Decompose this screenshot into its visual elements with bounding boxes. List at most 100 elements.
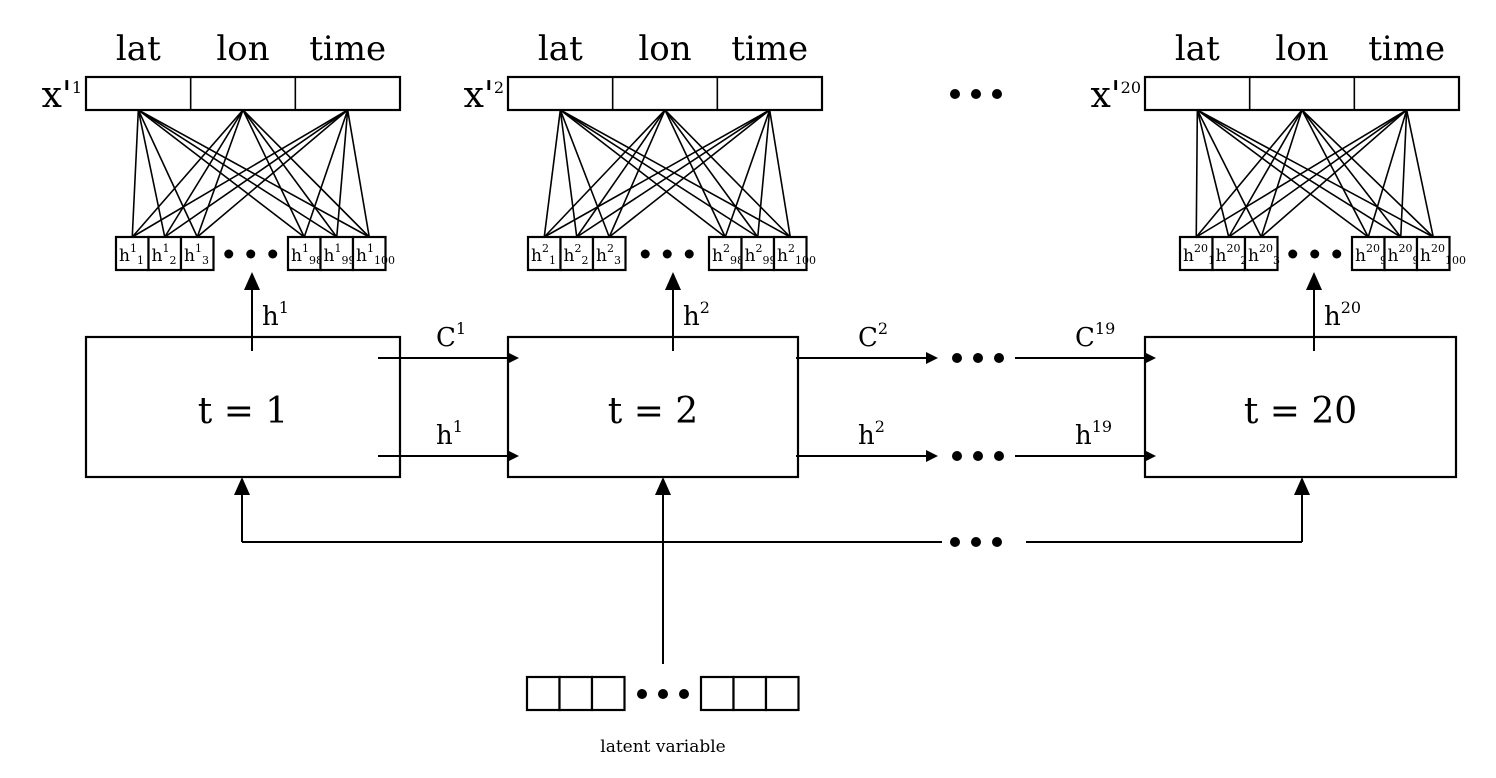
output-header-lon: lon bbox=[638, 29, 691, 69]
dense-connection bbox=[608, 109, 771, 238]
dense-connection bbox=[559, 109, 791, 238]
hidden-unit-cell bbox=[740, 235, 776, 272]
steps-ellipsis bbox=[950, 89, 1002, 99]
dense-connection bbox=[1196, 109, 1230, 238]
hidden-state-label: h2 bbox=[858, 417, 885, 451]
dense-connection bbox=[1196, 109, 1369, 238]
ellipsis-dot bbox=[973, 451, 983, 461]
hidden-unit-label: h20100 bbox=[1420, 242, 1466, 267]
hidden-unit-label: h12 bbox=[152, 242, 177, 267]
dense-connection bbox=[137, 109, 198, 238]
dense-connection bbox=[131, 109, 140, 238]
hidden-output-label: h1 bbox=[262, 298, 289, 332]
ellipsis-dot bbox=[658, 689, 668, 699]
hidden-units-ellipsis bbox=[224, 249, 278, 259]
dense-connection bbox=[1301, 109, 1369, 238]
dense-connection bbox=[303, 109, 349, 238]
ellipsis-dot bbox=[1288, 249, 1298, 259]
latent-ellipsis bbox=[637, 689, 689, 699]
dense-connection bbox=[559, 109, 610, 238]
dense-connection bbox=[1367, 109, 1408, 238]
dense-connection bbox=[576, 109, 771, 238]
output-header-lat: lat bbox=[1175, 29, 1220, 69]
latent-cell bbox=[732, 675, 768, 712]
latent-bus-ellipsis bbox=[950, 537, 1002, 547]
ellipsis-dot bbox=[224, 249, 234, 259]
dense-connection bbox=[164, 109, 349, 238]
dense-connection bbox=[1196, 109, 1402, 238]
dense-connection bbox=[137, 109, 305, 238]
dense-connection bbox=[756, 109, 771, 238]
dense-connection bbox=[768, 109, 792, 238]
latent-cell bbox=[764, 675, 800, 712]
ellipsis-dot bbox=[1310, 249, 1320, 259]
hidden-unit-label: h13 bbox=[184, 242, 209, 267]
dense-connection bbox=[346, 109, 371, 238]
ellipsis-dot bbox=[268, 249, 278, 259]
latent-cell bbox=[558, 675, 594, 712]
cell-state-ellipsis bbox=[952, 353, 1004, 363]
dense-connection bbox=[1228, 109, 1303, 238]
hidden-unit-label: h21 bbox=[531, 242, 556, 267]
ellipsis-dot bbox=[679, 689, 689, 699]
ellipsis-dot bbox=[640, 249, 650, 259]
dense-connection bbox=[1196, 109, 1434, 238]
time-step-box-t20 bbox=[1143, 335, 1458, 479]
output-vector bbox=[1143, 75, 1461, 112]
dense-connection bbox=[543, 109, 666, 238]
dense-connection bbox=[137, 109, 338, 238]
hidden-state-ellipsis bbox=[952, 451, 1004, 461]
hidden-unit-cell bbox=[559, 235, 595, 272]
latent-cell bbox=[699, 675, 735, 712]
ellipsis-dot bbox=[994, 451, 1004, 461]
hidden-unit-label: h11 bbox=[119, 242, 144, 267]
dense-connection bbox=[576, 109, 666, 238]
hidden-units-ellipsis bbox=[1288, 249, 1342, 259]
dense-connection bbox=[664, 109, 726, 238]
dense-connection bbox=[559, 109, 759, 238]
time-step-label: t = 1 bbox=[198, 391, 288, 432]
output-header-time: time bbox=[731, 29, 808, 69]
hidden-unit-label: h2100 bbox=[777, 242, 816, 267]
ellipsis-dot bbox=[246, 249, 256, 259]
ellipsis-dot bbox=[971, 89, 981, 99]
ellipsis-dot bbox=[992, 89, 1002, 99]
ellipsis-dot bbox=[992, 537, 1002, 547]
hidden-unit-label: h203 bbox=[1248, 242, 1280, 267]
time-step-box-t2 bbox=[506, 335, 800, 479]
hidden-output-label: h20 bbox=[1324, 298, 1361, 332]
hidden-units-ellipsis bbox=[640, 249, 694, 259]
dense-connection bbox=[1405, 109, 1435, 238]
output-header-time: time bbox=[309, 29, 386, 69]
time-step-label: t = 2 bbox=[608, 391, 698, 432]
hidden-state-label: h1 bbox=[436, 417, 463, 451]
output-header-lat: lat bbox=[538, 29, 583, 69]
hidden-unit-cell bbox=[526, 235, 562, 272]
output-header-lon: lon bbox=[1275, 29, 1328, 69]
output-header-lon: lon bbox=[216, 29, 269, 69]
dense-connection bbox=[242, 109, 305, 238]
hidden-unit-cell bbox=[1243, 235, 1279, 272]
output-vector bbox=[506, 75, 824, 112]
ellipsis-dot bbox=[950, 537, 960, 547]
latent-cell bbox=[590, 675, 626, 712]
ellipsis-dot bbox=[684, 249, 694, 259]
dense-connection bbox=[1301, 109, 1434, 238]
dense-connection bbox=[543, 109, 562, 238]
dense-connection bbox=[164, 109, 244, 238]
output-vector bbox=[84, 75, 402, 112]
hidden-unit-cell bbox=[319, 235, 355, 272]
dense-connection bbox=[131, 109, 349, 238]
ellipsis-dot bbox=[994, 353, 1004, 363]
dense-connection bbox=[543, 109, 771, 238]
dense-connection bbox=[131, 109, 244, 238]
output-vector-label: x'1 bbox=[42, 75, 82, 116]
cell-state-label: C19 bbox=[1075, 319, 1115, 353]
latent-cell bbox=[525, 675, 561, 712]
cell-state-label: C2 bbox=[858, 319, 888, 353]
output-vector-label: x'20 bbox=[1090, 75, 1141, 116]
ellipsis-dot bbox=[971, 537, 981, 547]
latent-variable-caption: latent variable bbox=[600, 737, 725, 757]
dense-connection bbox=[196, 109, 349, 238]
dense-connection bbox=[1228, 109, 1408, 238]
